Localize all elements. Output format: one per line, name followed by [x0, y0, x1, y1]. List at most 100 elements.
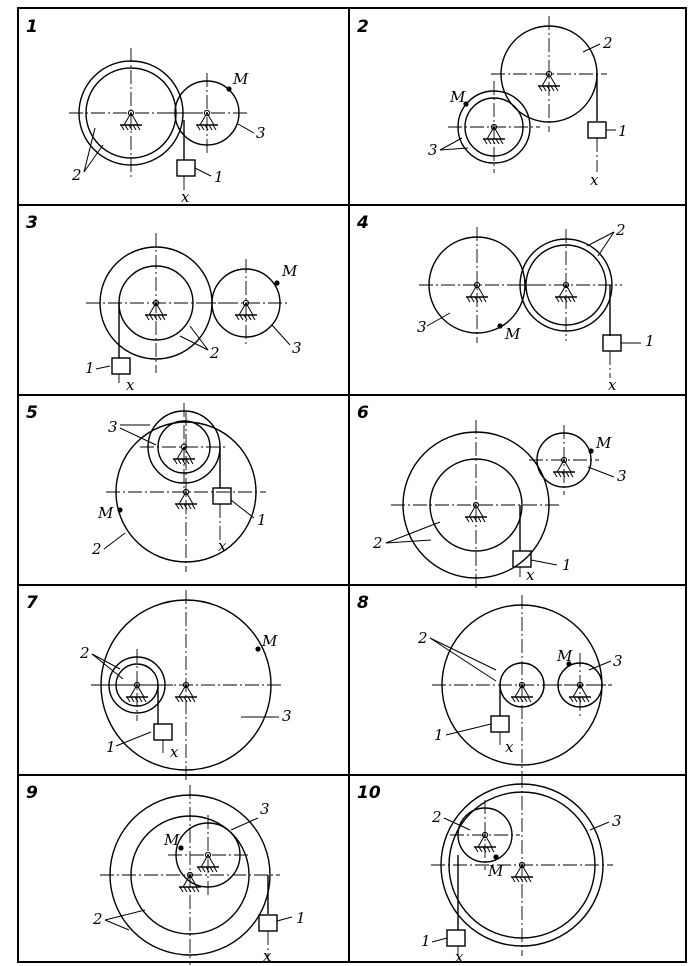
point-M-marker [566, 661, 572, 667]
wheel-2-label: 2 [71, 166, 82, 184]
ground-hatch [196, 124, 201, 131]
point-M-marker [588, 448, 594, 454]
ground-hatch [179, 503, 184, 510]
panel-number-10: 10 [357, 783, 381, 803]
wheel-3-label: 3 [617, 467, 627, 485]
label-leader [597, 231, 615, 257]
ground-hatch [482, 846, 487, 853]
ground-hatch [466, 296, 471, 303]
point-M-marker [255, 646, 261, 652]
ground-hatch [247, 314, 252, 321]
label-leader [104, 909, 146, 921]
ground-hatch [209, 866, 214, 873]
ground-hatch [213, 866, 218, 873]
ground-hatch [212, 124, 217, 131]
wheel-3-label: 3 [108, 418, 118, 436]
ground-hatch [565, 471, 570, 478]
mass-1-block [258, 914, 278, 932]
ground-hatch [187, 696, 192, 703]
ground-hatch [235, 314, 240, 321]
ground-hatch [563, 296, 568, 303]
ground-hatch [567, 296, 572, 303]
ground-hatch [550, 85, 555, 92]
point-M-label: M [261, 632, 278, 650]
label-leader [104, 919, 130, 931]
label-leader [230, 817, 259, 831]
pivot-pin-icon [545, 70, 553, 78]
wheel-3-label: 3 [417, 318, 427, 336]
ground-hatch [511, 696, 516, 703]
ground-hatch [573, 696, 578, 703]
panel-numbers: 1 2 3 4 5 6 7 8 9 10 [26, 17, 381, 803]
point-M-marker [463, 101, 469, 107]
point-M-label: M [504, 325, 521, 343]
ground-hatch [124, 124, 129, 131]
panel-number-3: 3 [26, 213, 38, 233]
ground-hatch [523, 696, 528, 703]
ground-hatch [138, 696, 143, 703]
ground-hatch [478, 296, 483, 303]
ground-hatch [519, 876, 524, 883]
ground-hatch [130, 696, 135, 703]
ground-hatch [571, 296, 576, 303]
wheel-2-label: 2 [431, 808, 442, 826]
mass-1-label: 1 [562, 556, 572, 574]
label-leader [179, 335, 209, 351]
ground-hatch [499, 138, 504, 145]
wheel-3-label: 3 [428, 141, 438, 159]
ground-hatch [557, 471, 562, 478]
pivot-pin-icon [518, 861, 526, 869]
ground-hatch [487, 138, 492, 145]
ground-hatch [120, 124, 125, 131]
ground-hatch [149, 314, 154, 321]
label-leader [385, 539, 432, 544]
label-leader [426, 312, 451, 327]
panel-number-9: 9 [26, 783, 38, 803]
mass-1-block [212, 487, 232, 505]
ground-hatch [173, 458, 178, 465]
wheel-2-label: 2 [79, 644, 90, 662]
point-M-marker [178, 845, 184, 851]
point-M-label: M [163, 831, 180, 849]
ground-hatch [538, 85, 543, 92]
ground-hatch [201, 866, 206, 873]
ground-hatch [175, 503, 180, 510]
pivot-pin-icon [481, 831, 489, 839]
ground-hatch [553, 471, 558, 478]
ground-hatch [126, 696, 131, 703]
ground-hatch [482, 296, 487, 303]
mass-1-block [490, 715, 510, 733]
ground-hatch [239, 314, 244, 321]
ground-hatch [477, 516, 482, 523]
pivot-pin-icon [562, 281, 570, 289]
wheel-3-label: 3 [260, 800, 270, 818]
wheel-2-label: 2 [615, 221, 626, 239]
point-M-label: M [97, 504, 114, 522]
point-M-label: M [281, 262, 298, 280]
label-leader [582, 43, 601, 53]
panel-number-1: 1 [26, 17, 38, 37]
ground-hatch [157, 314, 162, 321]
label-leader [586, 231, 615, 247]
mass-1-label: 1 [434, 726, 444, 744]
ground-hatch [491, 138, 496, 145]
wheel-2-label: 2 [602, 34, 613, 52]
point-M-label: M [232, 70, 249, 88]
ground-hatch [175, 696, 180, 703]
wheel-3-label: 3 [613, 652, 623, 670]
pivot-pin-icon [490, 123, 498, 131]
ground-hatch [581, 696, 586, 703]
label-leader [230, 499, 255, 519]
label-leader [276, 916, 293, 922]
ground-hatch [542, 85, 547, 92]
ground-hatch [183, 503, 188, 510]
coord-x-label: x [526, 566, 535, 584]
ground-hatch [189, 458, 194, 465]
ground-hatch [197, 866, 202, 873]
label-leader [194, 167, 212, 177]
